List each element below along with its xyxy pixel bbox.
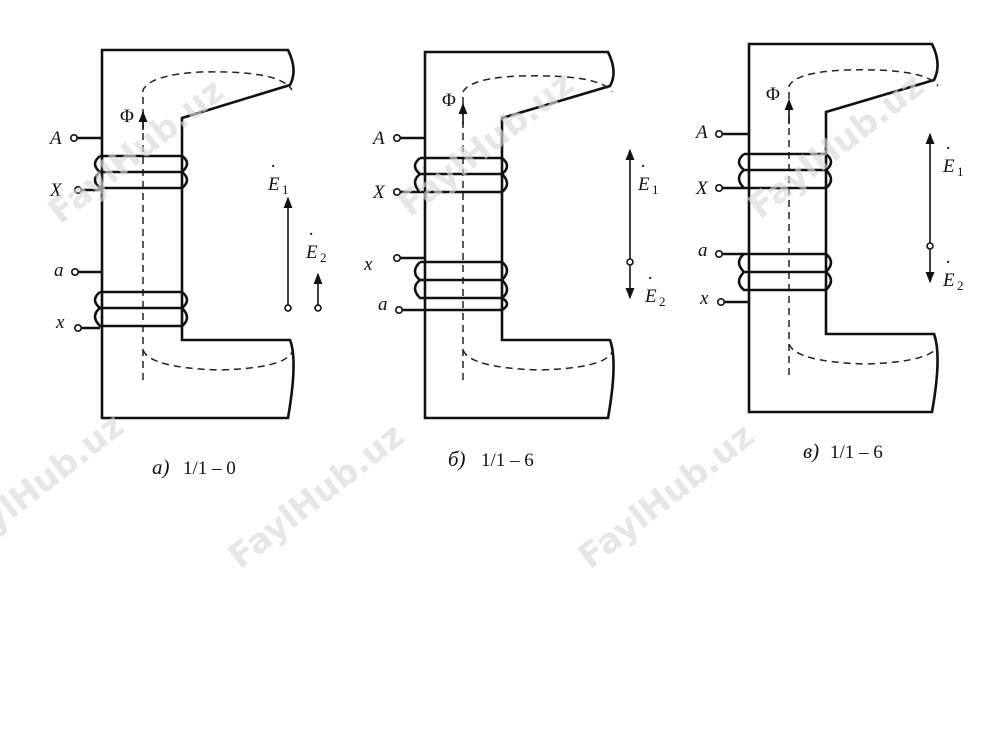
label-A-a: A <box>48 128 62 149</box>
watermark-6: FaylHub.uz <box>571 416 762 577</box>
caption-letter-b: б) <box>448 447 466 471</box>
label-x-b: x <box>363 254 373 275</box>
terminal-x-c <box>716 297 725 306</box>
flux-label-b: Φ <box>442 90 456 111</box>
winding-hv-b <box>398 136 509 194</box>
caption-group-c: 1/1 – 6 <box>830 442 883 463</box>
winding-lv-b <box>398 256 509 312</box>
flux-path-a <box>142 71 293 380</box>
terminal-x-a <box>74 323 83 332</box>
emf-e1-sub-c: 1 <box>957 164 964 179</box>
emf-e2-origin-a <box>314 304 322 312</box>
emf-e2-dot-c: · <box>945 252 951 273</box>
label-a-b: a <box>378 294 388 315</box>
watermark-4: FaylHub.uz <box>0 406 132 567</box>
caption-letter-c: в) <box>803 439 819 463</box>
terminal-X-a <box>74 186 83 195</box>
emf-e1-dot-c: · <box>945 138 951 159</box>
terminal-a-c <box>714 250 723 259</box>
emf-e2-sub-c: 2 <box>957 278 964 293</box>
caption-letter-a: а) <box>152 455 170 479</box>
terminal-A-c <box>714 130 723 139</box>
flux-path-c-bottom <box>788 343 939 365</box>
watermark-5: FaylHub.uz <box>221 416 412 577</box>
emf-e1-dot-b: · <box>640 156 646 177</box>
watermark-layer: FaylHub.uz FaylHub.uz FaylHub.uz FaylHub… <box>0 64 932 577</box>
emf-e2-dot-a: · <box>308 224 314 245</box>
terminal-x-b <box>392 254 401 263</box>
terminal-a-a <box>71 267 80 276</box>
emf-e1-label-b: E <box>637 174 650 195</box>
label-X-c: X <box>695 178 709 199</box>
flux-path-b <box>462 75 613 380</box>
flux-path-b-bottom <box>462 349 613 371</box>
emf-e1-origin-a <box>284 304 292 312</box>
label-A-b: A <box>371 128 385 149</box>
emf-e2-label-c: E <box>942 270 955 291</box>
terminal-a-b <box>394 305 403 314</box>
flux-label-c: Φ <box>766 84 780 105</box>
winding-lv-a <box>76 270 189 330</box>
emf-origin-b <box>626 258 634 266</box>
winding-lv-c <box>720 252 833 304</box>
label-x-c: x <box>699 288 709 309</box>
emf-e2-label-a: E <box>305 242 318 263</box>
label-X-b: X <box>372 182 386 203</box>
emf-origin-c <box>926 242 934 250</box>
emf-e1-sub-a: 1 <box>282 182 289 197</box>
emf-e2-sub-b: 2 <box>659 294 666 309</box>
panel-b: Φ A X x a E 1 · E 2 · б) 1/1 – 6 <box>363 50 666 471</box>
terminal-A-a <box>70 134 79 143</box>
terminal-A-b <box>392 134 401 143</box>
core-b <box>423 50 615 420</box>
watermark-2: FaylHub.uz <box>391 64 582 225</box>
emf-e1-label-a: E <box>267 174 280 195</box>
watermark-1: FaylHub.uz <box>41 71 232 232</box>
emf-e1-dot-a: · <box>270 156 276 177</box>
panel-c: Φ A X a x E 1 · E 2 · в) 1/1 – 6 <box>694 42 964 463</box>
label-a-c: a <box>698 240 708 261</box>
emf-e2-dot-b: · <box>647 268 653 289</box>
caption-group-a: 1/1 – 0 <box>183 458 236 479</box>
flux-label-a: Φ <box>120 106 134 127</box>
caption-group-b: 1/1 – 6 <box>481 450 534 471</box>
emf-e1-sub-b: 1 <box>652 182 659 197</box>
panel-a: Φ A X a x E 1 · E 2 · <box>48 48 327 479</box>
label-A-c: A <box>694 122 708 143</box>
terminal-X-b <box>392 188 401 197</box>
emf-e2-label-b: E <box>644 286 657 307</box>
label-a-a: a <box>54 260 64 281</box>
winding-hv-c <box>720 132 833 190</box>
core-c <box>747 42 939 414</box>
label-X-a: X <box>49 180 63 201</box>
label-x-a: x <box>55 312 65 333</box>
flux-path-c <box>788 69 939 375</box>
terminal-X-c <box>714 184 723 193</box>
core-a <box>100 48 295 420</box>
winding-hv-a <box>75 136 189 192</box>
flux-path-a-bottom <box>142 349 293 371</box>
emf-e2-sub-a: 2 <box>320 250 327 265</box>
emf-e1-label-c: E <box>942 156 955 177</box>
